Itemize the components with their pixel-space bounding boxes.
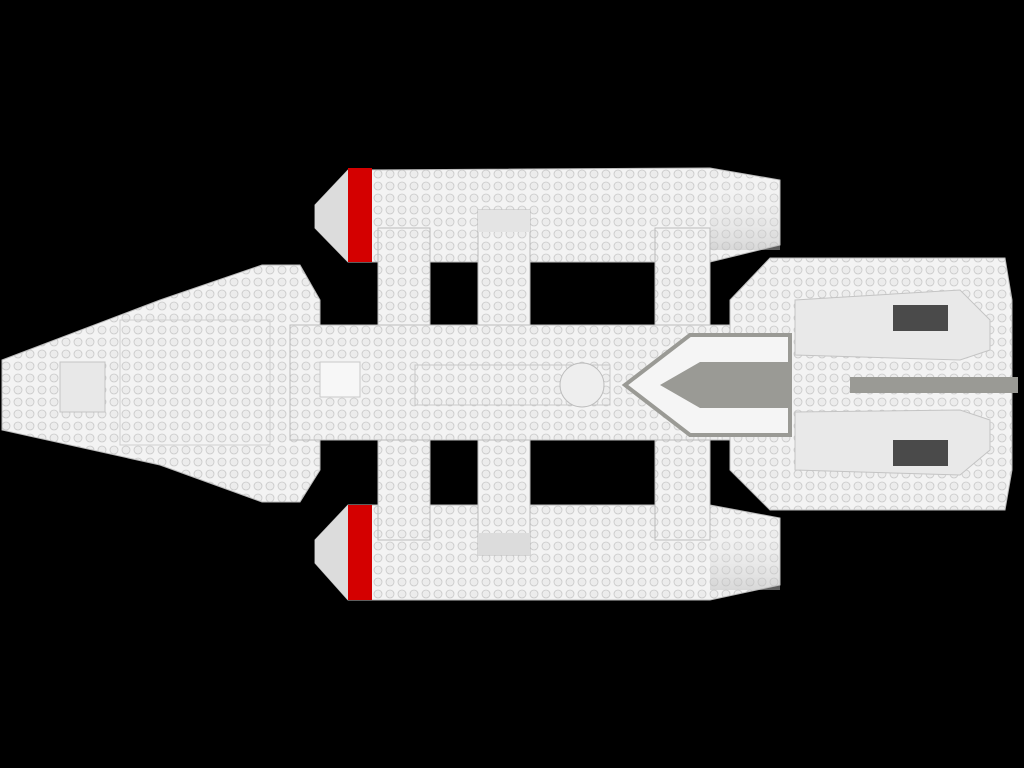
red-accent-upper [348,168,372,262]
bow-section [1,264,321,503]
rear-bar [850,377,1018,393]
turntable [559,362,605,408]
exhaust-upper [893,305,948,331]
aft-engine-block [729,257,1018,511]
exhaust-lower [893,440,948,466]
red-accent-lower [348,505,372,600]
cockpit [621,333,792,437]
central-spine [289,324,731,441]
